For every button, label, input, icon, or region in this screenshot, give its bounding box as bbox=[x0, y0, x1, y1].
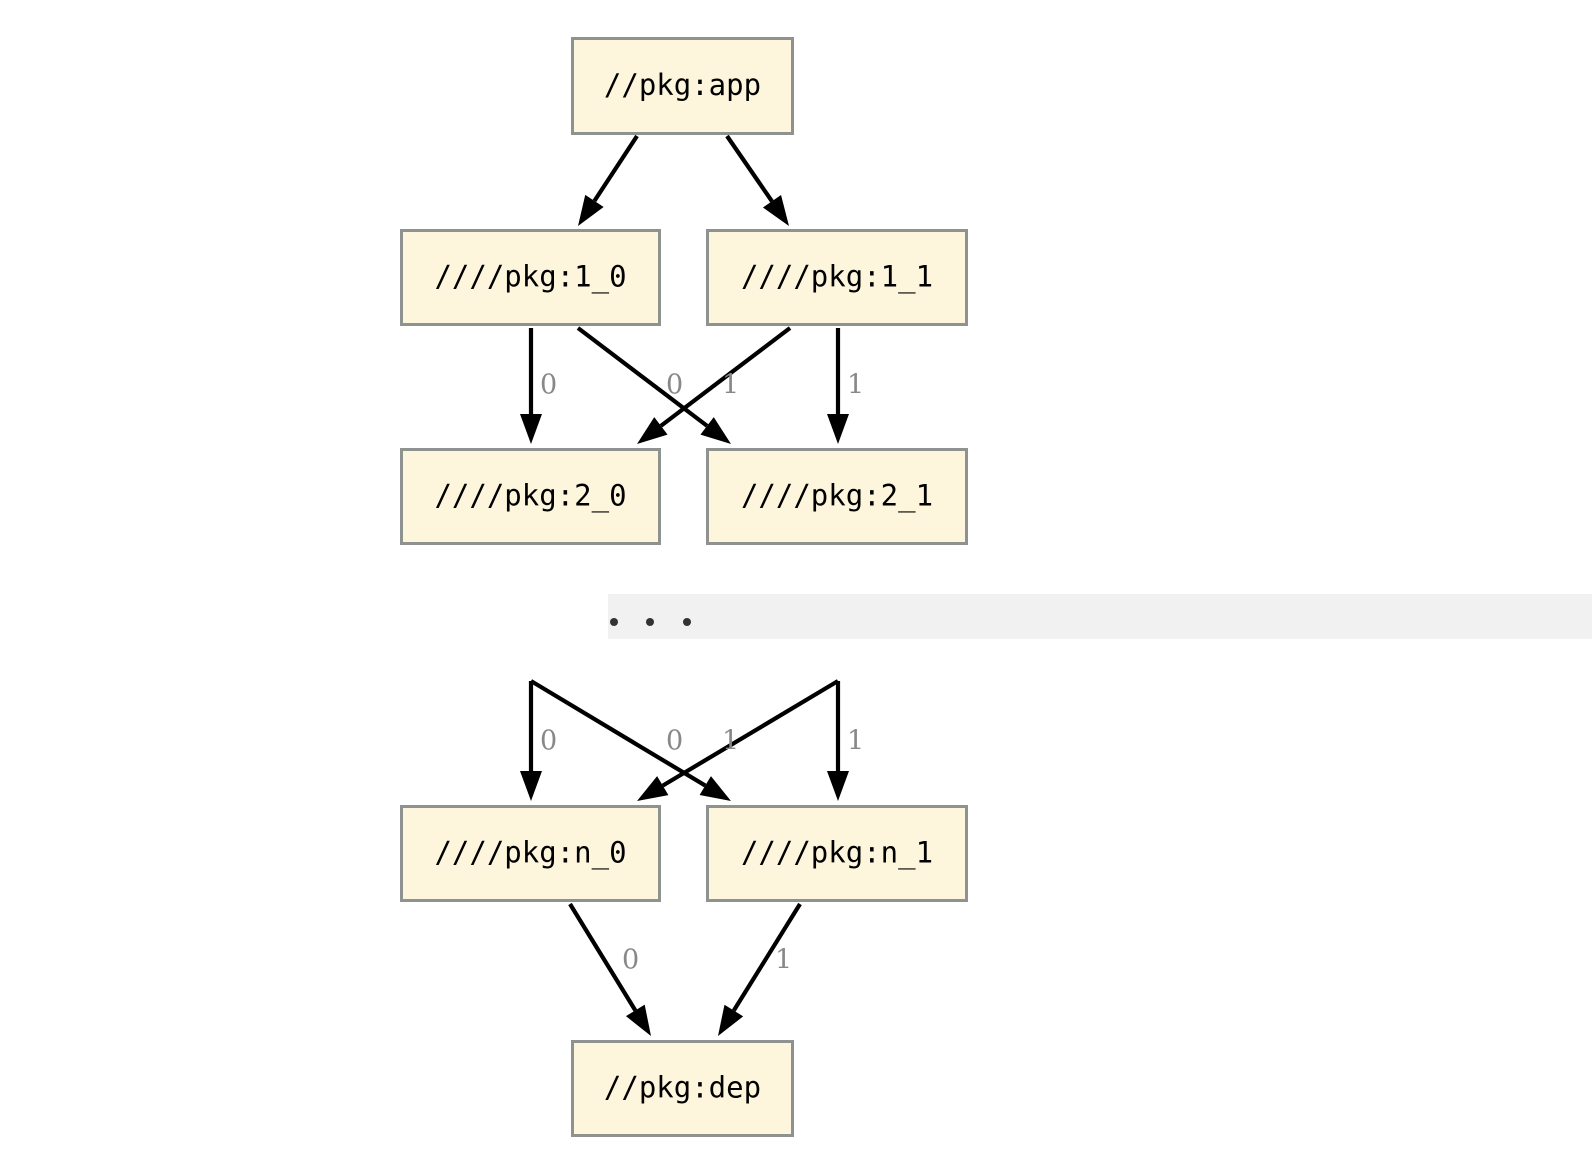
node-box[interactable] bbox=[571, 37, 794, 135]
node-box[interactable] bbox=[706, 805, 968, 902]
edge-arrowhead bbox=[578, 194, 604, 226]
edge-arrowhead bbox=[699, 776, 731, 801]
node-box[interactable] bbox=[571, 1040, 794, 1137]
edge-label: 0 bbox=[666, 726, 683, 757]
edge-label: 0 bbox=[622, 945, 639, 976]
edge-label: 0 bbox=[540, 370, 557, 401]
ellipsis-dot bbox=[683, 618, 691, 626]
edges-group bbox=[520, 134, 849, 1036]
node-l2_0[interactable]: ////pkg:2_0 bbox=[400, 448, 661, 545]
ellipsis-band bbox=[608, 594, 1592, 639]
ellipsis-dot bbox=[610, 618, 618, 626]
node-l2_1[interactable]: ////pkg:2_1 bbox=[706, 448, 968, 545]
edge-arrowhead bbox=[827, 414, 849, 444]
node-label: ////pkg:n_0 bbox=[434, 836, 626, 871]
edge-line bbox=[529, 679, 707, 788]
node-label: ////pkg:1_1 bbox=[741, 260, 933, 295]
node-l1_1[interactable]: ////pkg:1_1 bbox=[706, 229, 968, 326]
edge-line bbox=[732, 902, 802, 1012]
node-box[interactable] bbox=[706, 229, 968, 326]
edge-arrowhead bbox=[718, 1004, 744, 1036]
edge-arrowhead bbox=[700, 417, 731, 444]
edge-label: 0 bbox=[666, 370, 683, 401]
edge-label: 1 bbox=[722, 370, 739, 401]
edge-label: 1 bbox=[847, 370, 864, 401]
node-label: //pkg:dep bbox=[604, 1071, 761, 1105]
edge-arrowhead bbox=[637, 776, 669, 801]
edge-line bbox=[661, 679, 840, 788]
node-label: ////pkg:1_0 bbox=[434, 260, 626, 295]
node-dep[interactable]: //pkg:dep bbox=[571, 1040, 794, 1137]
ellipsis-separator-group bbox=[608, 594, 1592, 639]
node-app[interactable]: //pkg:app bbox=[571, 37, 794, 135]
edge-arrowhead bbox=[637, 417, 668, 444]
edge-arrowhead bbox=[762, 195, 789, 226]
node-box[interactable] bbox=[400, 805, 661, 902]
edge-line bbox=[725, 134, 774, 203]
edge-arrowhead bbox=[520, 414, 542, 444]
node-label: ////pkg:n_1 bbox=[741, 836, 933, 871]
node-l1_0[interactable]: ////pkg:1_0 bbox=[400, 229, 661, 326]
edge-labels-group: 0 0 1 1 0 0 1 1 0 1 bbox=[540, 370, 864, 976]
node-ln_1[interactable]: ////pkg:n_1 bbox=[706, 805, 968, 902]
edge-line bbox=[592, 134, 639, 203]
ellipsis-dot bbox=[646, 618, 654, 626]
node-label: ////pkg:2_1 bbox=[741, 479, 933, 514]
edge-arrowhead bbox=[827, 771, 849, 801]
edge-label: 1 bbox=[775, 945, 792, 976]
edge-line bbox=[576, 326, 709, 428]
edge-label: 0 bbox=[540, 726, 557, 757]
edge-label: 1 bbox=[722, 726, 739, 757]
edge-arrowhead bbox=[625, 1004, 651, 1036]
node-label: ////pkg:2_0 bbox=[434, 479, 626, 514]
node-box[interactable] bbox=[400, 448, 661, 545]
node-label: //pkg:app bbox=[604, 68, 761, 102]
edge-arrowhead bbox=[520, 771, 542, 801]
node-box[interactable] bbox=[400, 229, 661, 326]
nodes-group: //pkg:app ////pkg:1_0 ////pkg:1_1 ////pkg:2… bbox=[400, 37, 968, 1137]
edge-label: 1 bbox=[847, 726, 864, 757]
edge-line bbox=[659, 326, 792, 428]
edge-line bbox=[568, 902, 638, 1012]
node-ln_0[interactable]: ////pkg:n_0 bbox=[400, 805, 661, 902]
node-box[interactable] bbox=[706, 448, 968, 545]
